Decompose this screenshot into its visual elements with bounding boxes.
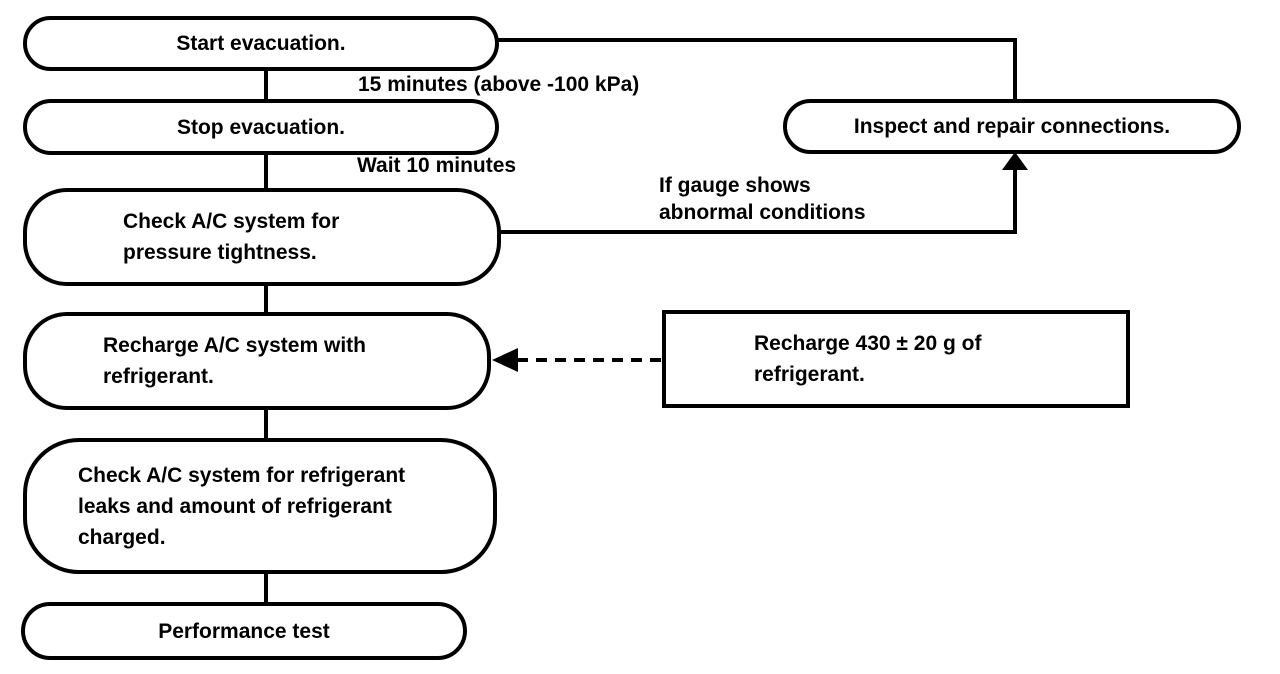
node-text-line: Inspect and repair connections. xyxy=(853,115,1171,138)
flowchart-node-performance-test: Performance test xyxy=(21,602,467,660)
edge-label-evacuation-time: 15 minutes (above -100 kPa) xyxy=(358,73,640,96)
node-text-line: Start evacuation. xyxy=(176,32,346,55)
flowchart-node-check-refrigerant-leaks: Check A/C system for refrigerant leaks a… xyxy=(23,438,497,574)
flowchart-node-check-pressure-tightness: Check A/C system for pressure tightness. xyxy=(23,188,501,286)
left-arrowhead-icon xyxy=(492,348,518,372)
node-text-line: Recharge 430 ± 20 g of xyxy=(754,332,982,355)
connector-check-leaks-to-performance xyxy=(264,572,268,606)
node-text-line: leaks and amount of refrigerant xyxy=(78,494,392,518)
node-text-line: Recharge A/C system with xyxy=(103,334,366,357)
node-text-line: charged. xyxy=(78,525,166,549)
edge-label-gauge-condition: If gauge shows abnormal conditions xyxy=(659,172,866,226)
connector-start-to-inspect-horizontal xyxy=(497,38,1017,42)
connector-start-to-stop xyxy=(264,68,268,103)
connector-recharge-to-check-leaks xyxy=(264,408,268,442)
flowchart-node-start-evacuation: Start evacuation. xyxy=(23,16,499,71)
flowchart-node-recharge-refrigerant: Recharge A/C system with refrigerant. xyxy=(23,312,491,410)
edge-label-line: If gauge shows xyxy=(659,174,811,197)
up-arrowhead-icon xyxy=(1002,152,1028,170)
node-text-line: Check A/C system for xyxy=(123,210,340,233)
connector-stop-to-check-tightness xyxy=(264,153,268,192)
flowchart-node-recharge-amount-note: Recharge 430 ± 20 g of refrigerant. xyxy=(662,310,1130,408)
connector-check-to-inspect-horizontal xyxy=(498,230,1017,234)
connector-check-tightness-to-recharge xyxy=(264,284,268,316)
node-text-line: Check A/C system for refrigerant xyxy=(78,463,406,487)
connector-check-to-inspect-vertical xyxy=(1013,168,1017,234)
node-text-line: Performance test xyxy=(158,619,330,643)
flowchart-node-inspect-repair-connections: Inspect and repair connections. xyxy=(783,99,1241,154)
flowchart-node-stop-evacuation: Stop evacuation. xyxy=(23,99,499,155)
node-text-line: refrigerant. xyxy=(754,363,865,386)
connector-start-to-inspect-vertical xyxy=(1013,38,1017,102)
edge-label-line: abnormal conditions xyxy=(659,201,866,224)
node-text-line: pressure tightness. xyxy=(123,241,317,264)
node-text-line: Stop evacuation. xyxy=(176,115,346,139)
edge-label-wait-time: Wait 10 minutes xyxy=(357,154,517,177)
node-text-line: refrigerant. xyxy=(103,365,214,388)
dashed-note-connector xyxy=(517,358,662,362)
